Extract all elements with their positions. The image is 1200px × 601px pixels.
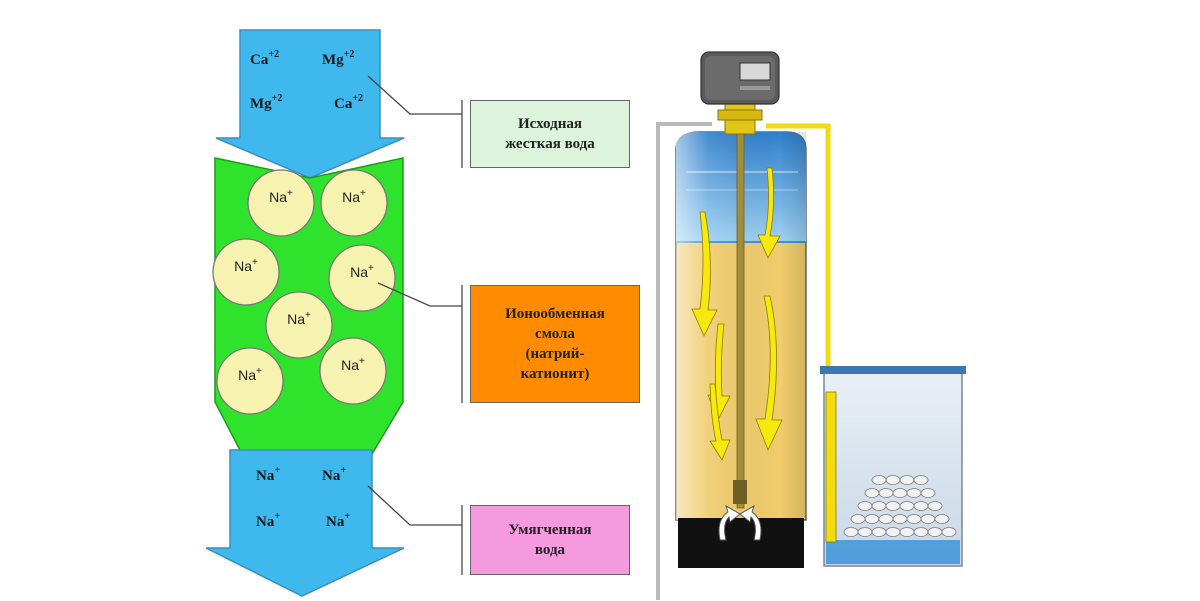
brine-level [826,540,960,564]
resin-ball [265,291,333,359]
salt-tablet-icon [871,527,887,537]
control-valve-icon [700,51,780,135]
resin-ions: Na+ Na+ Na+ Na+ Na+ Na+ Na+ [234,188,374,383]
soft-water-arrow [205,449,405,597]
flow-arrow-icon [755,295,783,452]
salt-tablet-icon [920,514,936,524]
label-line: катионит) [520,366,590,382]
salt-tablet-icon [899,527,915,537]
salt-tablet-icon [857,501,873,511]
salt-tablet-icon [878,514,894,524]
leader-line-hard-water [367,75,462,115]
label-line: Умягченная [508,522,592,538]
ion-label: Mg+2 [250,93,282,112]
label-line: (натрий- [525,346,585,362]
salt-tablet-icon [885,475,901,485]
leader-line-resin [377,282,462,307]
ion-label: Ca+2 [250,49,279,68]
salt-tablet-icon [885,527,901,537]
salt-tablet-icon [843,527,859,537]
label-hard-water: Исходная жесткая вода [470,100,630,168]
salt-tablet-icon [885,501,901,511]
label-soft-water: Умягченная вода [470,505,630,575]
resin-ball [328,244,396,312]
valve-display [739,62,771,81]
hard-water-ions: Ca+2 Mg+2 Mg+2 Ca+2 [250,49,363,112]
label-line: жесткая вода [505,136,595,152]
salt-tablet-icon [927,527,943,537]
leader-line-soft-water [367,485,462,526]
label-resin: Ионообменная смола (натрий- катионит) [470,285,640,403]
tank-base [678,518,804,568]
resin-ball [212,238,280,306]
ion-label: Mg+2 [322,49,354,68]
resin-ball [320,169,388,237]
ion-label: Na+ [287,310,311,327]
ion-label: Na+ [234,257,258,274]
hard-water-arrow [215,29,405,179]
salt-tablet-icon [871,475,887,485]
salt-tablet-icon [892,514,908,524]
brine-pipe [766,123,831,372]
ion-label: Na+ [322,465,346,484]
ion-label: Na+ [341,356,365,373]
salt-tablet-icon [941,527,957,537]
label-line: Исходная [518,116,582,132]
salt-tablet-icon [913,527,929,537]
flow-arrow-icon [709,383,731,461]
ion-label: Na+ [256,465,280,484]
salt-tablet-icon [913,475,929,485]
salt-tablet-icon [892,488,908,498]
salt-tablet-icon [906,488,922,498]
resin-balls [212,169,396,415]
ion-label: Ca+2 [334,93,363,112]
salt-tablet-icon [927,501,943,511]
brine-well [825,391,837,543]
flow-arrow-icon [757,167,781,259]
resin-ball [247,169,315,237]
flow-arrows [691,167,783,461]
salt-tablet-icon [857,527,873,537]
ion-label: Na+ [342,188,366,205]
salt-tablet-icon [920,488,936,498]
leader-lines [367,75,463,575]
salt-tablet-icon [913,501,929,511]
inlet-pipe [656,122,712,600]
salt-tablet-icon [899,475,915,485]
salt-tablet-icon [864,488,880,498]
salt-tablet-icon [850,514,866,524]
ion-label: Na+ [326,511,350,530]
ion-label: Na+ [350,263,374,280]
riser-tube [736,129,745,509]
salt-tablet-icon [864,514,880,524]
ion-label: Na+ [238,366,262,383]
salt-tablet-icon [934,514,950,524]
resin-ball [319,337,387,405]
salt-tablet-icon [878,488,894,498]
salt-tablet-icon [906,514,922,524]
soft-water-ions: Na+ Na+ Na+ Na+ [256,465,350,530]
resin-ball [216,347,284,415]
ion-label: Na+ [256,511,280,530]
label-line: смола [535,326,575,342]
label-line: Ионообменная [505,306,605,322]
return-arrows [718,504,762,541]
salt-pile [843,475,957,537]
salt-tablet-icon [871,501,887,511]
flow-arrow-icon [691,211,718,337]
ion-label: Na+ [269,188,293,205]
label-line: вода [534,542,566,558]
salt-tablet-icon [899,501,915,511]
